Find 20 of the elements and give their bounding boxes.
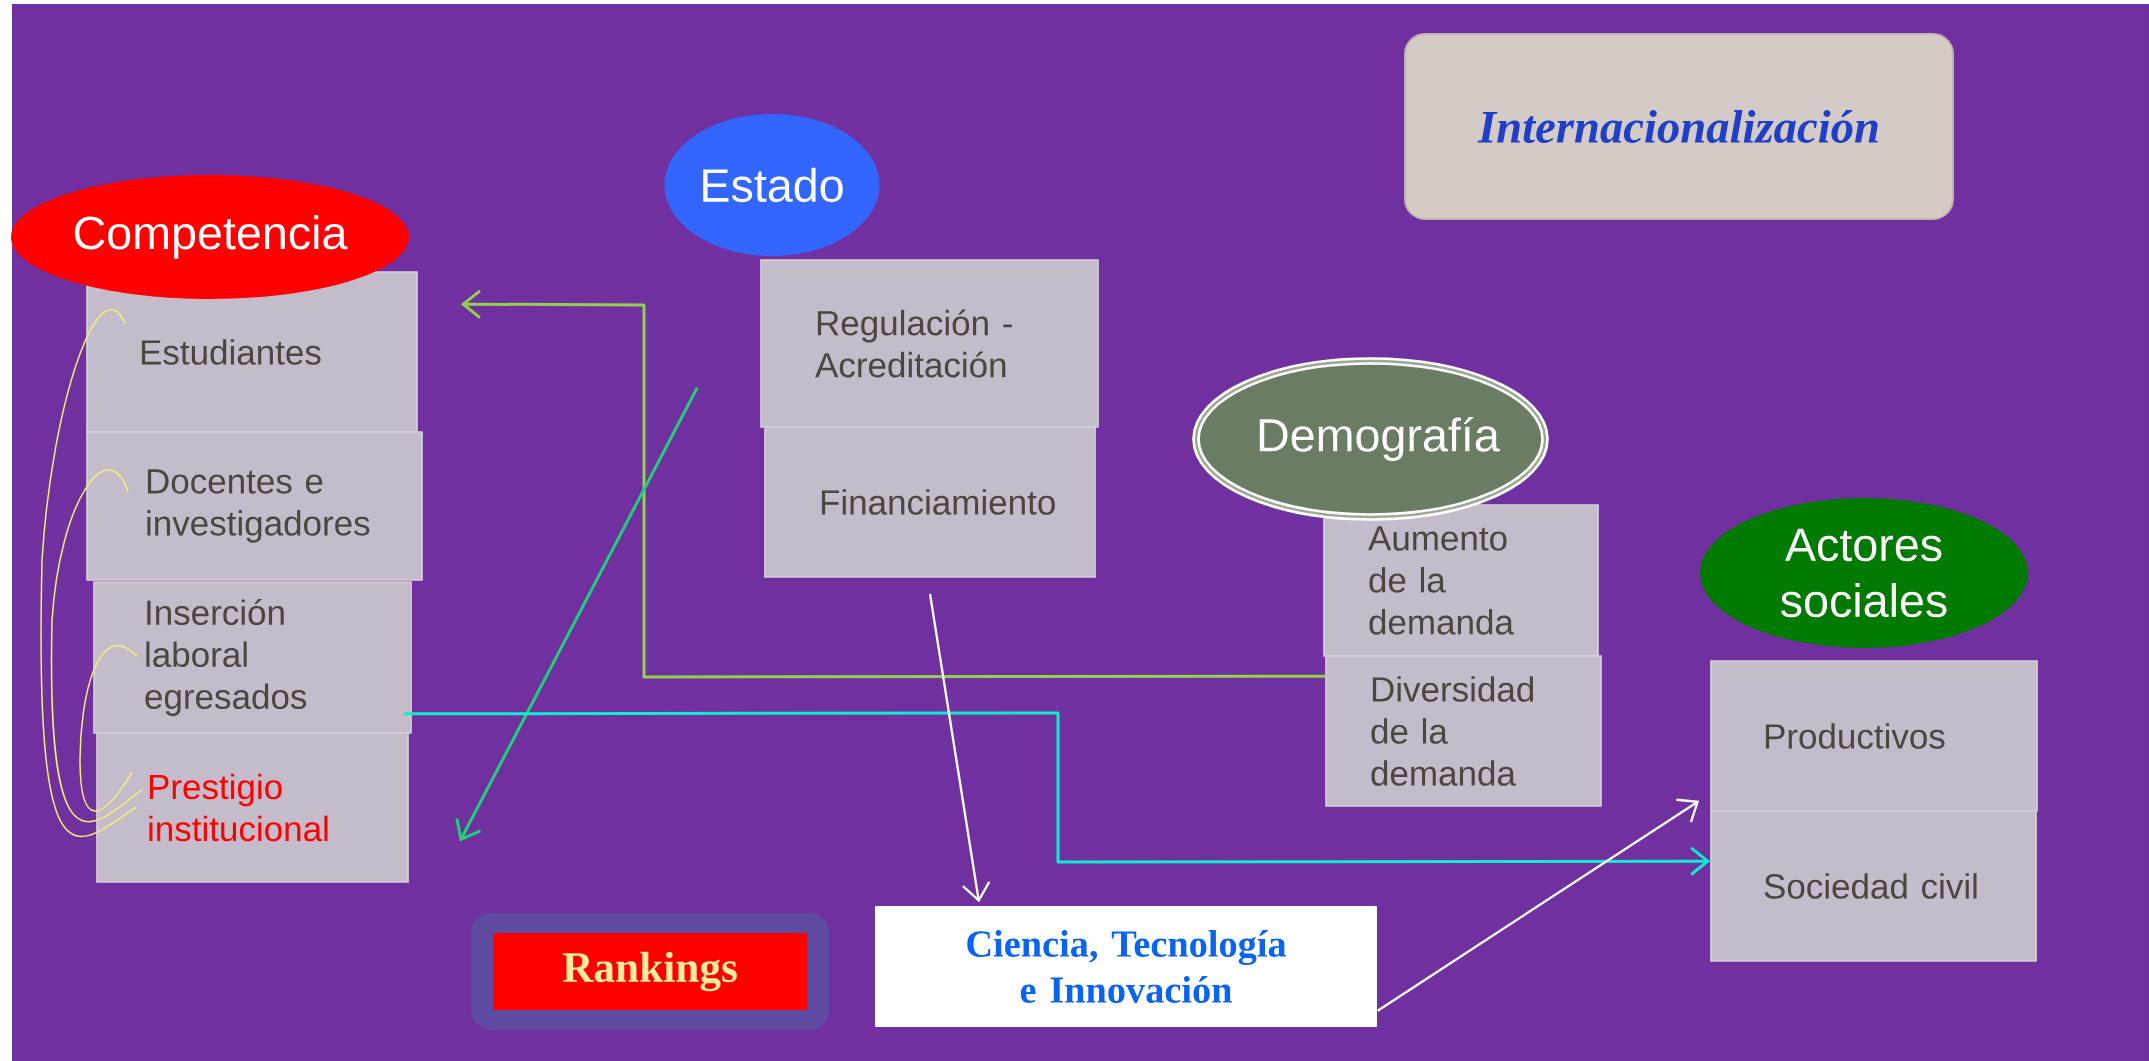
item-box: Prestigio institucional (96, 732, 409, 883)
arrow (403, 711, 1711, 876)
connector-curve (40, 308, 137, 838)
category-box: Rankings (471, 913, 829, 1030)
category-box: Internacionalización (1404, 33, 1954, 220)
arrow (455, 387, 699, 842)
item-box: Regulación - Acreditación (760, 259, 1099, 428)
item-box: Diversidad de la demanda (1325, 655, 1602, 807)
arrow (928, 593, 991, 903)
connector-curve (50, 469, 143, 823)
item-box: Inserción laboral egresados (93, 581, 412, 734)
item-box: Financiamiento (764, 426, 1096, 578)
arrow (460, 289, 1326, 679)
category-box: Ciencia, Tecnología e Innovación (875, 906, 1377, 1027)
connector-curve (79, 645, 138, 812)
item-box: Aumento de la demanda (1323, 504, 1599, 657)
item-box: Docentes e investigadores (86, 431, 423, 581)
item-box: Sociedad civil (1710, 810, 2037, 962)
arrow (1377, 798, 1700, 1012)
item-box: Productivos (1710, 660, 2038, 812)
